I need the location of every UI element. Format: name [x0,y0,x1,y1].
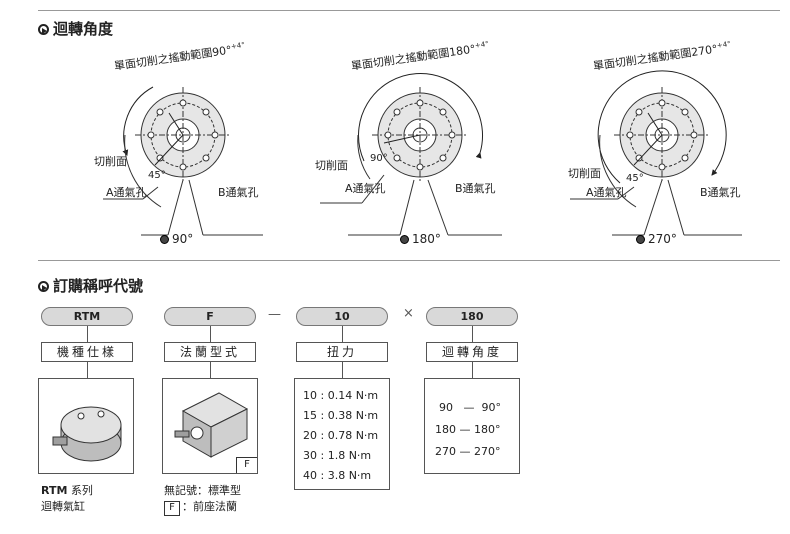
torque-row: 30 : 1.8 N·m [303,449,372,462]
port-a-180: A通氣孔 [345,182,386,195]
header-rotation-angle: 迴轉角度 [426,342,518,362]
header-torque: 扭力 [296,342,388,362]
angle-row: 270 — 270° [435,445,501,458]
cut-label-270: 切削面 [568,167,601,180]
rotation-diagrams [103,70,742,236]
inner-angle-180: 90° [370,153,388,164]
dot-icon [400,235,409,244]
port-a-270: A通氣孔 [586,186,627,199]
torque-panel: 10 : 0.14 N·m 15 : 0.38 N·m 20 : 0.78 N·… [294,378,390,490]
angle-row: 90 — 90° [439,401,501,414]
connector [87,326,88,342]
port-a-90: A通氣孔 [106,186,147,199]
connector [472,326,473,342]
dot-icon [636,235,645,244]
separator-dash: — [268,307,281,322]
diagram-270 [570,70,742,236]
diagram-90 [103,86,263,236]
model-series-label: RTM 系列 [41,484,93,497]
model-image-panel [38,378,134,474]
connector [342,362,343,378]
torque-row: 10 : 0.14 N·m [303,389,379,402]
section-title-ordering-code: 訂購稱呼代號 [38,275,143,296]
caption-180: 180° [400,232,441,246]
connector [210,326,211,342]
code-pill-torque: 10 [296,307,388,326]
connector [472,362,473,378]
connector [210,362,211,378]
cut-label-90: 切削面 [94,155,127,168]
caption-90: 90° [160,232,193,246]
play-bullet-icon [38,281,49,292]
code-pill-model: RTM [41,307,133,326]
header-flange-type: 法蘭型式 [164,342,256,362]
flange-note-standard: 無記號：標準型 [164,484,241,497]
section-rule [38,260,780,261]
torque-row: 20 : 0.78 N·m [303,429,379,442]
connector [342,326,343,342]
caption-270: 270° [636,232,677,246]
dot-icon [160,235,169,244]
torque-row: 40 : 3.8 N·m [303,469,372,482]
port-b-270: B通氣孔 [700,186,741,199]
flange-note-front: F：前座法蘭 [164,498,237,516]
flange-tag: F [236,457,257,473]
header-model-spec: 機種仕樣 [41,342,133,362]
model-desc-label: 迴轉氣缸 [41,500,85,513]
angle-row: 180 — 180° [435,423,501,436]
flange-code-box: F [164,501,180,516]
cut-label-180: 切削面 [315,159,348,172]
port-b-90: B通氣孔 [218,186,259,199]
flange-image-panel: F [162,378,258,474]
code-pill-flange: F [164,307,256,326]
top-rule [38,10,780,11]
actuator-flange-image [174,392,249,458]
section-title-rotation-angle: 迴轉角度 [38,18,113,39]
angle-panel: 90 — 90° 180 — 180° 270 — 270° [424,378,520,474]
actuator-round-image [52,406,122,462]
separator-times: × [403,306,414,321]
torque-row: 15 : 0.38 N·m [303,409,379,422]
inner-angle-270: 45° [626,173,644,184]
port-b-180: B通氣孔 [455,182,496,195]
inner-angle-90: 45° [148,170,166,181]
code-pill-angle: 180 [426,307,518,326]
connector [87,362,88,378]
play-bullet-icon [38,24,49,35]
diagram-180 [320,73,502,236]
